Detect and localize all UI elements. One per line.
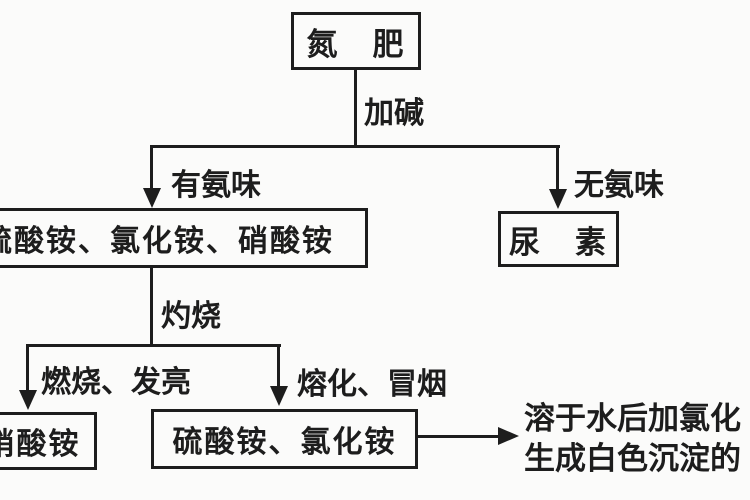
- arrow-down-icon: [270, 386, 288, 406]
- connector-split1-horizontal: [151, 145, 560, 148]
- note-line-2: 生成白色沉淀的: [524, 441, 741, 476]
- node-sulfate-chloride: 硫酸铵、氯化铵: [151, 409, 418, 469]
- edge-label-add-alkali: 加碱: [364, 97, 424, 130]
- connector-right-branch-vertical: [556, 145, 559, 191]
- arrow-down-icon: [549, 189, 567, 209]
- edge-label-melt-smoke: 熔化、冒烟: [297, 368, 447, 401]
- connector-root-vertical: [354, 68, 357, 147]
- edge-label-burn-bright: 燃烧、发亮: [41, 366, 191, 399]
- arrow-right-icon: [498, 427, 519, 445]
- edge-label-no-ammonia: 无氨味: [574, 169, 664, 202]
- node-urea: 尿 素: [498, 211, 619, 267]
- node-nitrogen-fertilizer: 氮 肥: [291, 12, 421, 70]
- node-ammonium-nitrate: 硝酸铵: [0, 412, 97, 470]
- node-ammonium-salts: 硫酸铵、氯化铵、硝酸铵: [0, 208, 368, 268]
- arrow-down-icon: [143, 188, 161, 208]
- note-text: 溶于水后加氯化 生成白色沉淀的: [524, 399, 741, 479]
- connector-split2-horizontal: [27, 344, 281, 347]
- connector-burn-branch-vertical: [26, 344, 29, 392]
- note-line-1: 溶于水后加氯化: [524, 401, 741, 436]
- arrow-down-icon: [19, 390, 37, 410]
- edge-label-has-ammonia: 有氨味: [171, 169, 261, 202]
- edge-label-ignite: 灼烧: [161, 300, 221, 333]
- connector-ignite-vertical: [150, 266, 153, 347]
- connector-melt-branch-vertical: [277, 344, 280, 388]
- connector-note-horizontal: [418, 435, 500, 438]
- connector-left-branch-vertical: [150, 145, 153, 190]
